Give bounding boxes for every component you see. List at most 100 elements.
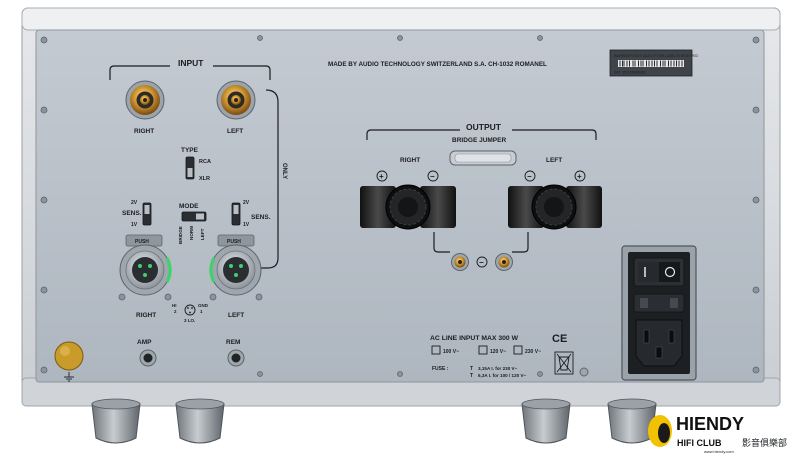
xlr-input-right[interactable]: PUSH	[118, 234, 172, 301]
amp-trigger-jack[interactable]	[139, 349, 157, 367]
checkbox-120v	[478, 345, 488, 355]
mode-norm-label: NORM	[189, 226, 194, 240]
sens-left-2v: 2V	[243, 200, 250, 206]
sens-left-1v: 1V	[243, 222, 250, 228]
iec-power-socket[interactable]	[635, 319, 683, 367]
output-left-label: LEFT	[546, 157, 562, 164]
speaker-terminal-right[interactable]	[360, 184, 456, 230]
checkbox-230v	[513, 345, 523, 355]
ground-terminal[interactable]	[54, 341, 84, 371]
fuse-line-1: 3,15A I. for 230 V~	[478, 366, 518, 371]
output-section: OUTPUT BRIDGE JUMPER RIGHT LEFT + − − +	[360, 122, 602, 271]
mode-switch[interactable]	[181, 211, 207, 222]
minus-icon: −	[427, 170, 439, 182]
pin-hi-label: HI	[172, 303, 177, 308]
svg-text:+: +	[379, 172, 384, 181]
bracket-side-label: ONLY	[281, 163, 287, 179]
screw-icon	[537, 371, 543, 377]
xlr-pin-diagram	[184, 304, 196, 316]
sens-switch-right[interactable]	[142, 202, 152, 226]
bridge-jumper[interactable]	[449, 150, 517, 166]
xlr-right-label: RIGHT	[136, 312, 156, 319]
output-title: OUTPUT	[466, 122, 502, 132]
voltage-select-100: 100 V~	[431, 345, 459, 355]
pin-gnd-label: GND	[198, 303, 209, 308]
barcode	[618, 60, 684, 67]
foot-3	[521, 398, 571, 444]
feet	[91, 398, 657, 444]
screw-icon	[752, 106, 760, 114]
fuse-drawer[interactable]	[633, 293, 685, 313]
sens-switch-left[interactable]	[231, 202, 241, 226]
chassis-top-edge	[21, 7, 781, 31]
svg-text:−: −	[479, 258, 484, 267]
screw-icon	[40, 36, 48, 44]
foot-4	[607, 398, 657, 444]
xlr-left-led-ring	[209, 257, 216, 283]
type-label: TYPE	[181, 147, 199, 154]
rca-right-label: RIGHT	[134, 128, 154, 135]
ground-icon	[64, 372, 74, 382]
screw-icon	[752, 366, 760, 374]
screw-icon	[752, 196, 760, 204]
screw-icon	[40, 286, 48, 294]
xlr-left-label: LEFT	[228, 312, 244, 319]
bridge-connector-left[interactable]	[495, 253, 513, 271]
pin-gnd-num: 1	[200, 309, 203, 314]
rca-jack-left[interactable]	[216, 80, 256, 120]
fuse-type-2: T	[470, 373, 473, 379]
mode-label: MODE	[179, 203, 199, 210]
xlr-left-push-label: PUSH	[227, 239, 241, 245]
screw-icon	[40, 106, 48, 114]
voltage-select-120: 120 V~	[478, 345, 506, 355]
checkbox-100v	[431, 345, 441, 355]
ac-section: AC LINE INPUT MAX 300 W CE 100 V~ 120 V~…	[430, 245, 697, 381]
ground-screw-icon	[579, 367, 589, 377]
watermark-url: www.hiendy.com	[704, 449, 734, 454]
minus-icon: −	[524, 170, 536, 182]
minus-icon: −	[476, 256, 488, 268]
hiendy-logo-icon	[648, 415, 672, 447]
ac-line-title: AC LINE INPUT MAX 300 W	[430, 335, 519, 342]
watermark-brand: HIENDY	[676, 414, 744, 434]
screw-icon	[40, 196, 48, 204]
type-xlr-label: XLR	[199, 176, 210, 182]
xlr-pinout-icon	[184, 304, 196, 316]
xlr-right-push-label: PUSH	[135, 239, 149, 245]
rca-jack-right[interactable]	[125, 80, 165, 120]
power-off-mark	[664, 266, 676, 278]
screw-icon	[40, 366, 48, 374]
input-side-bracket	[258, 89, 279, 269]
bridge-bracket	[433, 232, 529, 253]
watermark-club: HIFI CLUB	[677, 438, 722, 448]
screw-icon	[752, 286, 760, 294]
input-bracket	[109, 65, 271, 80]
serial-sticker-line1: WARRANTY NOT VALID IF THIS LABEL IS REMO…	[614, 54, 698, 58]
bridge-jumper-label: BRIDGE JUMPER	[452, 137, 506, 144]
speaker-terminal-left[interactable]	[508, 184, 602, 230]
rem-trigger-jack[interactable]	[227, 349, 245, 367]
serial-sticker: WARRANTY NOT VALID IF THIS LABEL IS REMO…	[609, 49, 698, 77]
screw-icon	[257, 371, 263, 377]
power-switch[interactable]	[633, 257, 685, 287]
input-section: INPUT RIGHT LEFT ONLY TYPE RCA	[54, 58, 287, 382]
watermark-cn: 影音俱樂部	[742, 437, 787, 448]
weee-bin-icon	[554, 351, 574, 375]
xlr-input-left[interactable]: PUSH	[209, 234, 263, 301]
fuse-type-1: T	[470, 366, 473, 372]
svg-text:−: −	[527, 172, 532, 181]
sens-right-2v: 2V	[131, 200, 138, 206]
bridge-connector-right[interactable]	[451, 253, 469, 271]
barcode-bars	[619, 60, 683, 67]
sens-left-label: SENS.	[251, 214, 271, 221]
screw-icon	[537, 35, 543, 41]
fuse-label: FUSE :	[432, 366, 449, 372]
xlr-right-led-ring	[165, 257, 172, 283]
type-switch[interactable]	[185, 156, 195, 180]
ce-mark: CE	[552, 333, 567, 345]
fuse-line-2: 6,3A I. for 100 / 120 V~	[478, 373, 527, 378]
panel-screws	[40, 35, 760, 377]
foot-1	[91, 398, 141, 444]
svg-text:−: −	[430, 172, 435, 181]
